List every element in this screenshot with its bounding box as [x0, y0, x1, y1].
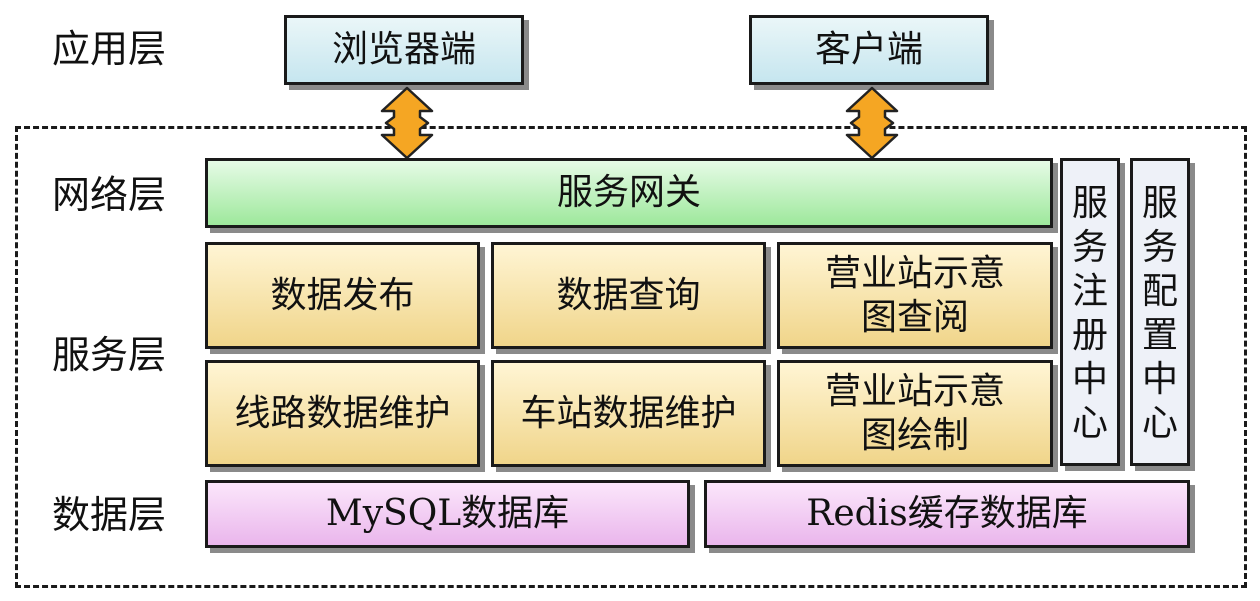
service-config-center-label: 服务配置中心	[1142, 183, 1179, 444]
service-registry-center-box: 服务注册中心	[1060, 158, 1120, 466]
desktop-client-box: 客户端	[749, 15, 989, 85]
mysql-database-box: MySQL数据库	[205, 480, 690, 548]
service-layer-label: 服务层	[52, 333, 167, 377]
data-publish-service-box: 数据发布	[205, 242, 480, 349]
client-gateway-double-arrow	[845, 86, 899, 160]
station-diagram-view-service-box: 营业站示意图查阅	[777, 242, 1053, 349]
redis-cache-database-box: Redis缓存数据库	[704, 480, 1190, 548]
data-query-service-box: 数据查询	[491, 242, 766, 349]
network-layer-label: 网络层	[52, 173, 167, 217]
line-data-maintenance-service-box: 线路数据维护	[205, 360, 480, 467]
browser-gateway-double-arrow	[380, 86, 434, 160]
browser-client-box: 浏览器端	[284, 15, 524, 85]
system-boundary-frame	[15, 126, 1247, 588]
service-gateway-box: 服务网关	[205, 158, 1053, 228]
station-diagram-draw-service-box: 营业站示意图绘制	[777, 360, 1053, 467]
service-config-center-box: 服务配置中心	[1130, 158, 1190, 466]
station-data-maintenance-service-box: 车站数据维护	[491, 360, 766, 467]
application-layer-label: 应用层	[52, 27, 167, 71]
service-registry-center-label: 服务注册中心	[1072, 183, 1109, 444]
data-layer-label: 数据层	[52, 493, 167, 537]
